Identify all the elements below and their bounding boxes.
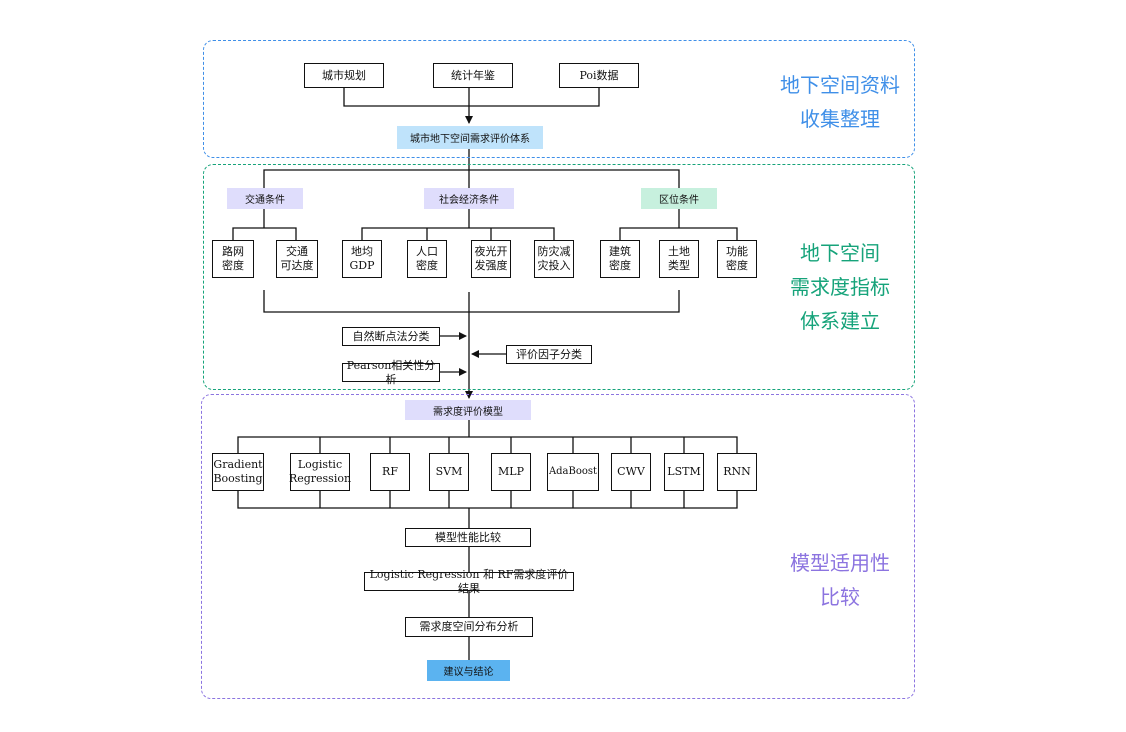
model-rf: RF [370, 453, 410, 491]
model-logistic-regression: Logistic Regression [289, 453, 351, 491]
source-urban-planning: 城市规划 [304, 63, 384, 88]
model-cwv: CWV [611, 453, 651, 491]
step-spatial-analysis: 需求度空间分布分析 [405, 617, 533, 637]
factor-accessibility: 交通 可达度 [276, 240, 318, 278]
model-adaboost: AdaBoost [547, 453, 599, 491]
region-index-system [203, 164, 915, 390]
system-title: 城市地下空间需求评价体系 [397, 126, 543, 149]
method-natural-breaks: 自然断点法分类 [342, 327, 440, 346]
model-svm: SVM [429, 453, 469, 491]
factor-building-density: 建筑 密度 [600, 240, 640, 278]
factor-function-density: 功能 密度 [717, 240, 757, 278]
factor-population-density: 人口 密度 [407, 240, 447, 278]
factor-land-type: 土地 类型 [659, 240, 699, 278]
category-traffic: 交通条件 [227, 188, 303, 209]
model-title: 需求度评价模型 [405, 400, 531, 420]
region-label-index: 地下空间 需求度指标 体系建立 [790, 241, 890, 333]
region-label-collect: 地下空间资料 收集整理 [780, 73, 900, 131]
source-statistical-yearbook: 统计年鉴 [433, 63, 513, 88]
model-rnn: RNN [717, 453, 757, 491]
model-gradient-boosting: Gradient Boosting [212, 453, 264, 491]
factor-night-light: 夜光开 发强度 [471, 240, 511, 278]
method-factor-classification: 评价因子分类 [506, 345, 592, 364]
step-conclusion: 建议与结论 [427, 660, 510, 681]
model-lstm: LSTM [664, 453, 704, 491]
region-label-compare: 模型适用性 比较 [790, 551, 890, 609]
model-mlp: MLP [491, 453, 531, 491]
category-location: 区位条件 [641, 188, 717, 209]
region-data-collection [203, 40, 915, 158]
factor-gdp: 地均 GDP [342, 240, 382, 278]
method-pearson: Pearson相关性分析 [342, 359, 440, 386]
region-model-comparison [201, 394, 915, 699]
step-performance-comparison: 模型性能比较 [405, 528, 531, 547]
factor-disaster-prevention: 防灾减 灾投入 [534, 240, 574, 278]
category-social-economic: 社会经济条件 [424, 188, 514, 209]
source-poi-data: Poi数据 [559, 63, 639, 88]
factor-road-density: 路网 密度 [212, 240, 254, 278]
step-evaluation-results: Logistic Regression 和 RF需求度评价结果 [364, 568, 574, 595]
